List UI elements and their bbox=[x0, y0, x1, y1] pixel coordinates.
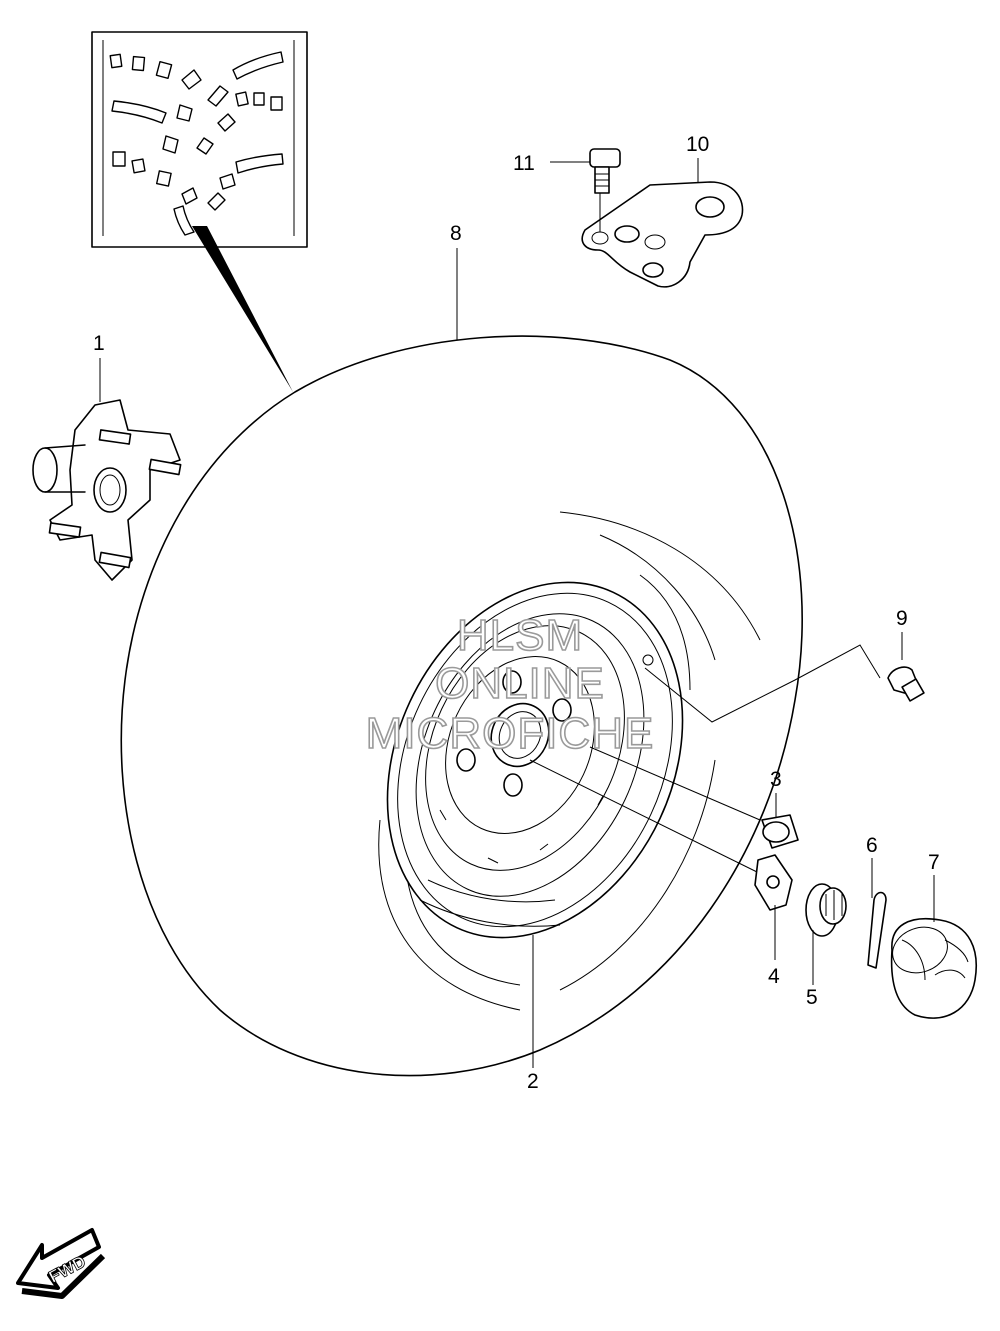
tread-pattern-inset bbox=[91, 31, 308, 248]
callout-2: 2 bbox=[527, 1070, 539, 1093]
callout-8: 8 bbox=[450, 222, 462, 245]
callouts: 1 2 3 4 5 6 7 8 9 10 11 bbox=[93, 133, 940, 1093]
washer bbox=[754, 854, 793, 911]
bolt bbox=[589, 148, 621, 194]
watermark-line-1: HLSM bbox=[457, 611, 583, 660]
callout-3: 3 bbox=[770, 768, 782, 791]
callout-4: 4 bbox=[768, 965, 780, 988]
callout-1: 1 bbox=[93, 332, 105, 355]
castle-nut bbox=[805, 883, 847, 937]
inset-pointer bbox=[192, 226, 293, 392]
cotter-pin bbox=[867, 891, 887, 969]
forward-arrow: FWD bbox=[16, 1228, 106, 1299]
watermark-line-3: MICROFICHE bbox=[366, 709, 655, 758]
callout-6: 6 bbox=[866, 834, 878, 857]
bracket bbox=[581, 181, 744, 288]
callout-7: 7 bbox=[928, 851, 940, 874]
callout-5: 5 bbox=[806, 986, 818, 1009]
watermark: HLSM ONLINE MICROFICHE bbox=[365, 610, 655, 759]
valve bbox=[887, 666, 925, 702]
callout-9: 9 bbox=[896, 607, 908, 630]
leader-lines bbox=[99, 158, 935, 1068]
wheel-nut bbox=[761, 814, 799, 849]
callout-11: 11 bbox=[513, 152, 535, 175]
watermark-line-2: ONLINE bbox=[435, 659, 605, 708]
callout-10: 10 bbox=[686, 133, 709, 156]
wheel-hub bbox=[32, 399, 182, 581]
wheel-rim bbox=[386, 581, 684, 939]
hub-cap bbox=[890, 918, 977, 1019]
